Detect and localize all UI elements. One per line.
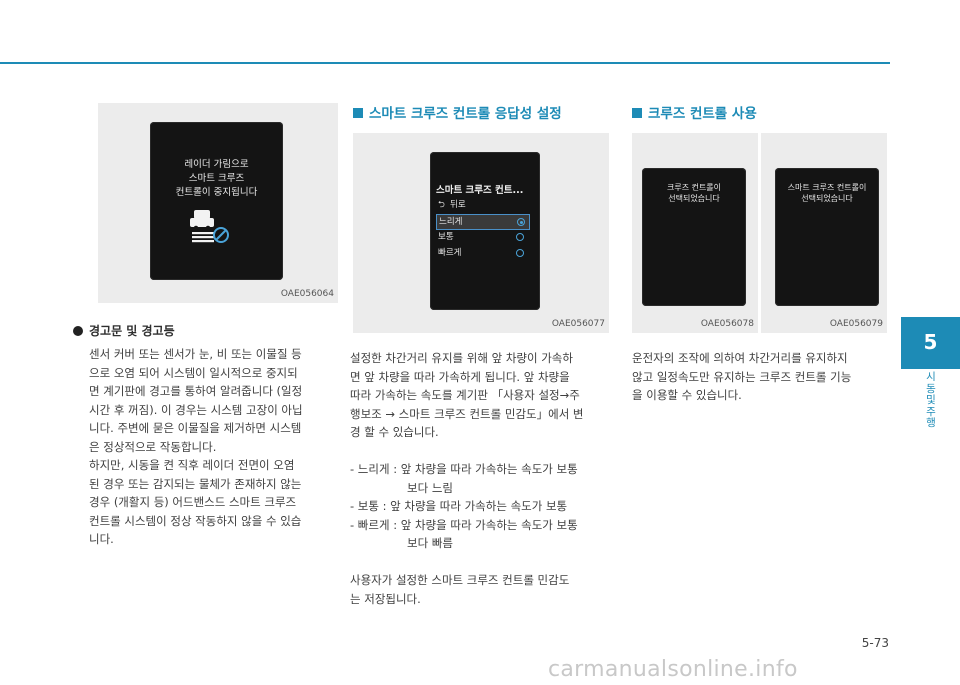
option-fast: - 빠르게 : 앞 차량을 따라 가속하는 속도가 보통 보다 빠름 (350, 516, 612, 553)
footer-line: 사용자가 설정한 스마트 크루즈 컨트롤 민감도 (350, 573, 570, 587)
body-line: 센서 커버 또는 센서가 눈, 비 또는 이물질 등 (89, 347, 302, 361)
footer-line: 는 저장됩니다. (350, 591, 421, 606)
body-line: 않고 일정속도만 유지하는 크루즈 컨트롤 기능 (632, 369, 852, 384)
watermark: carmanualsonline.info (548, 657, 798, 682)
cluster-screen-smart-cruise: 스마트 크루즈 컨트롤이 선택되었습니다 (775, 168, 879, 306)
heading-text: 스마트 크루즈 컨트롤 응답성 설정 (369, 106, 562, 122)
figure-code: OAE056077 (551, 319, 605, 329)
screen-line-1: 레이더 가림으로 (184, 159, 249, 170)
middle-footer: 사용자가 설정한 스마트 크루즈 컨트롤 민감도 는 저장됩니다. (350, 571, 612, 608)
radio-icon (516, 249, 524, 257)
screen-line-1: 스마트 크루즈 컨트롤이 (787, 183, 867, 192)
figure-code: OAE056079 (829, 319, 883, 329)
bullet-icon (73, 326, 83, 336)
chapter-number: 5 (923, 330, 938, 354)
chapter-title: 시동 및 주행 (926, 371, 936, 429)
cluster-screen-cruise: 크루즈 컨트롤이 선택되었습니다 (642, 168, 746, 306)
chapter-tab[interactable]: 5 (901, 317, 960, 369)
body-line: 을 이용할 수 있습니다. (632, 388, 742, 402)
right-body: 운전자의 조작에 의하여 차간거리를 유지하지 않고 일정속도만 유지하는 크루… (632, 349, 890, 405)
screen-line-3: 컨트롤이 중지됩니다 (175, 187, 258, 198)
warning-figure: 레이더 가림으로 스마트 크루즈 컨트롤이 중지됩니다 OAE056064 (98, 103, 338, 303)
figure-code: OAE056078 (700, 319, 754, 329)
menu-item-fast[interactable]: 빠르게 (436, 246, 528, 260)
body-line: 운전자의 조작에 의하여 차간거리를 유지하지 (632, 351, 848, 365)
option-line: - 느리게 : 앞 차량을 따라 가속하는 속도가 보통 (350, 462, 578, 476)
heading-square-icon (353, 108, 363, 118)
option-line: - 빠르게 : 앞 차량을 따라 가속하는 속도가 보통 (350, 517, 578, 532)
bullet-title: 경고문 및 경고등 (73, 322, 175, 339)
body-line: 면 앞 차량을 따라 가속하게 됩니다. 앞 차량을 (350, 369, 570, 384)
screen-line-1: 크루즈 컨트롤이 (666, 183, 722, 192)
option-line: - 보통 : 앞 차량을 따라 가속하는 속도가 보통 (350, 499, 568, 513)
body-line: 된 경우 또는 감지되는 물체가 존재하지 않는 (89, 476, 302, 491)
section-heading-response: 스마트 크루즈 컨트롤 응답성 설정 (353, 102, 562, 122)
page-number: 5-73 (861, 636, 889, 650)
heading-text: 크루즈 컨트롤 사용 (648, 106, 757, 122)
body-line: 하지만, 시동을 켠 직후 레이더 전면이 오염 (89, 458, 295, 472)
screen-line-2: 선택되었습니다 (668, 194, 720, 203)
menu-item-normal[interactable]: 보통 (436, 230, 528, 244)
left-body: 센서 커버 또는 센서가 눈, 비 또는 이물질 등 으로 오염 되어 시스템이… (89, 345, 331, 549)
body-line: 으로 오염 되어 시스템이 일시적으로 중지되 (89, 365, 298, 380)
section-heading-cruise: 크루즈 컨트롤 사용 (632, 102, 757, 122)
figure-code: OAE056064 (280, 289, 334, 299)
body-line: 경 할 수 있습니다. (350, 425, 439, 439)
body-line: 행보조 → 스마트 크루즈 컨트롤 민감도」에서 변 (350, 406, 584, 421)
back-arrow-icon: ⮌ (438, 200, 445, 210)
radio-icon (516, 233, 524, 241)
menu-item-label: 보통 (438, 232, 454, 242)
screen-line-2: 선택되었습니다 (801, 194, 853, 203)
bullet-title-text: 경고문 및 경고등 (89, 324, 175, 338)
menu-item-slow[interactable]: 느리게 (436, 214, 530, 230)
cruise-figure-b: 스마트 크루즈 컨트롤이 선택되었습니다 OAE056079 (761, 133, 887, 333)
cruise-figure-a: 크루즈 컨트롤이 선택되었습니다 OAE056078 (632, 133, 758, 333)
option-normal: - 보통 : 앞 차량을 따라 가속하는 속도가 보통 (350, 497, 612, 516)
body-line: 시간 후 꺼짐). 이 경우는 시스템 고장이 아닙 (89, 402, 303, 417)
option-line-continued: 보다 빠름 (407, 536, 453, 550)
body-line: 설정한 차간거리 유지를 위해 앞 차량이 가속하 (350, 351, 573, 365)
body-line: 니다. 주변에 묻은 이물질을 제거하면 시스템 (89, 421, 302, 435)
option-slow: - 느리게 : 앞 차량을 따라 가속하는 속도가 보통 보다 느림 (350, 460, 612, 497)
radio-selected-icon (517, 218, 525, 226)
option-list: - 느리게 : 앞 차량을 따라 가속하는 속도가 보통 보다 느림 - 보통 … (350, 460, 612, 553)
body-line: 니다. (89, 532, 114, 546)
screen-line-2: 스마트 크루즈 (188, 173, 245, 184)
body-line: 따라 가속하는 속도를 계기판 「사용자 설정→주 (350, 388, 580, 402)
menu-back[interactable]: ⮌ 뒤로 (436, 198, 528, 212)
middle-body: 설정한 차간거리 유지를 위해 앞 차량이 가속하 면 앞 차량을 따라 가속하… (350, 349, 612, 442)
heading-square-icon (632, 108, 642, 118)
menu-title: 스마트 크루즈 컨트... (436, 185, 524, 196)
menu-item-label: 빠르게 (438, 248, 462, 258)
cluster-menu-screen: 스마트 크루즈 컨트... ⮌ 뒤로 느리게 보통 빠르게 (430, 152, 540, 310)
menu-item-label: 느리게 (439, 217, 463, 227)
cluster-screen: 레이더 가림으로 스마트 크루즈 컨트롤이 중지됩니다 (150, 122, 283, 280)
body-line: 면 계기판에 경고를 통하여 알려줍니다 (일정 (89, 384, 303, 398)
response-figure: 스마트 크루즈 컨트... ⮌ 뒤로 느리게 보통 빠르게 OAE056077 (353, 133, 609, 333)
body-line: 컨트롤 시스템이 정상 작동하지 않을 수 있습 (89, 513, 302, 528)
radar-blocked-icon (190, 210, 229, 243)
menu-back-label: 뒤로 (450, 200, 466, 210)
top-rule (0, 62, 890, 64)
body-line: 경우 (개활지 등) 어드밴스드 스마트 크루즈 (89, 495, 297, 509)
body-line: 은 정상적으로 작동합니다. (89, 439, 217, 454)
option-line-continued: 보다 느림 (407, 480, 453, 495)
